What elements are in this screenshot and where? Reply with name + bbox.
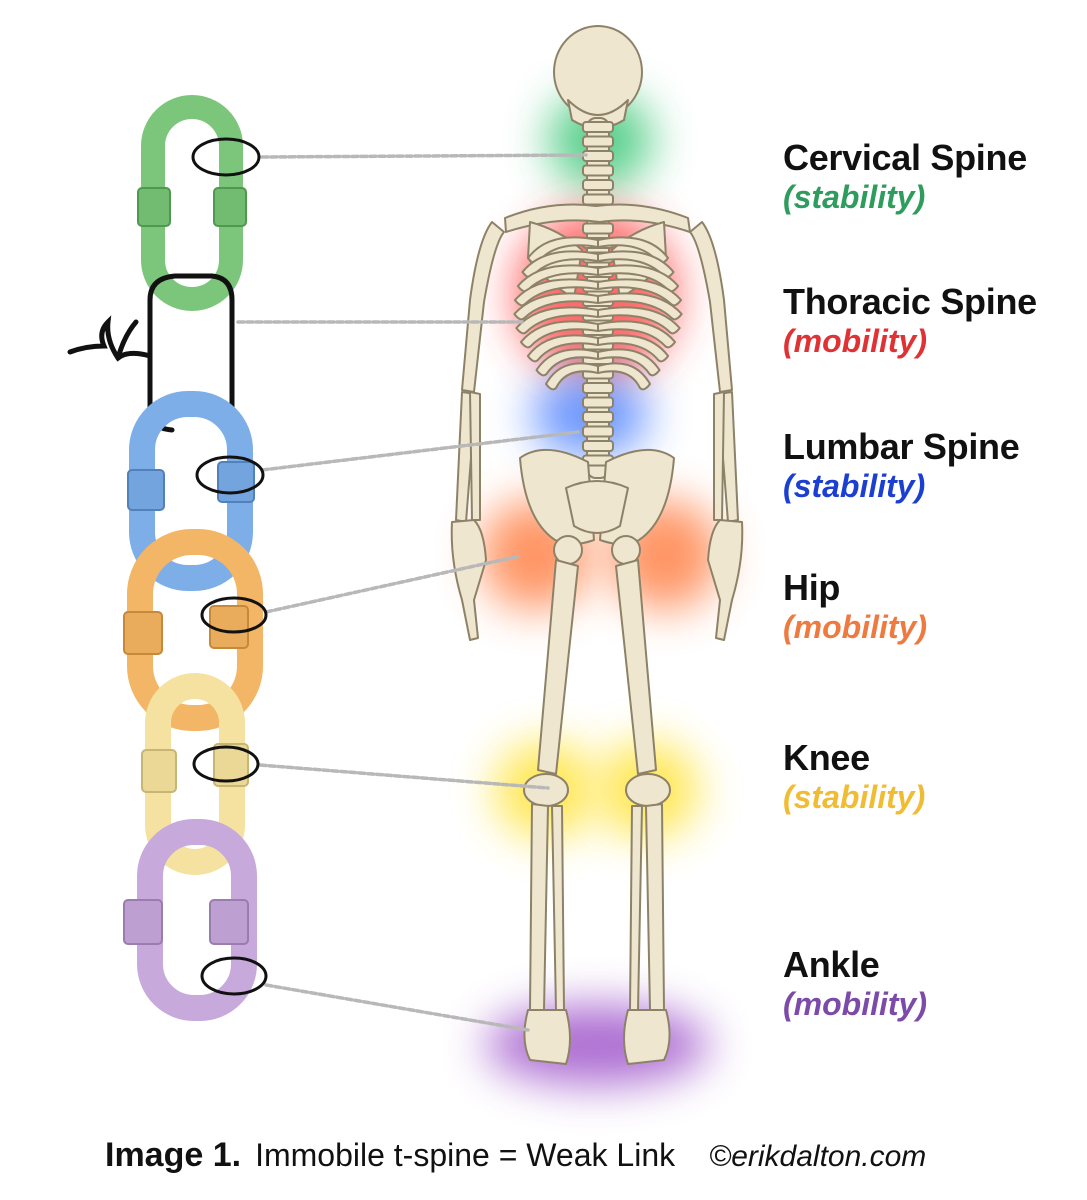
caption-copyright: ©erikdalton.com bbox=[709, 1140, 927, 1173]
rib bbox=[535, 348, 599, 377]
label-thoracic: Thoracic Spine (mobility) bbox=[783, 282, 1037, 360]
figure-caption: Image 1. Immobile t-spine = Weak Link ©eri… bbox=[105, 1136, 926, 1180]
rib bbox=[597, 264, 680, 293]
label-ankle-title: Ankle bbox=[783, 944, 880, 985]
vertebra bbox=[582, 396, 614, 409]
vertebra bbox=[582, 150, 614, 162]
rib bbox=[515, 306, 599, 335]
rib bbox=[526, 334, 599, 363]
label-lumbar: Lumbar Spine (stability) bbox=[783, 426, 1020, 505]
rib bbox=[545, 362, 599, 391]
rib bbox=[597, 306, 681, 335]
label-ankle-subtitle: (mobility) bbox=[783, 986, 927, 1022]
label-lumbar-title: Lumbar Spine bbox=[783, 426, 1020, 467]
label-ankle: Ankle (mobility) bbox=[783, 945, 927, 1023]
vertebra bbox=[582, 425, 614, 438]
ring-ankle bbox=[200, 956, 268, 996]
rib bbox=[516, 264, 599, 293]
left-arm bbox=[450, 221, 505, 641]
left-leg bbox=[523, 559, 579, 1065]
rib bbox=[597, 278, 683, 307]
connector-hip bbox=[264, 554, 522, 614]
vertebra bbox=[582, 411, 614, 423]
label-cervical-subtitle: (stability) bbox=[783, 179, 926, 215]
rib bbox=[519, 320, 599, 349]
connector-lumbar bbox=[260, 430, 580, 472]
vertebra bbox=[582, 179, 614, 191]
ankle-glow bbox=[485, 1005, 709, 1085]
caption-number: Image 1. bbox=[105, 1136, 242, 1174]
vertebra bbox=[582, 135, 614, 148]
ring-cervical bbox=[191, 137, 261, 177]
label-thoracic-subtitle: (mobility) bbox=[783, 323, 927, 359]
caption-text: Immobile t-spine = Weak Link bbox=[255, 1137, 676, 1173]
label-knee-subtitle: (stability) bbox=[783, 779, 926, 815]
vertebra bbox=[582, 121, 614, 133]
label-cervical: Cervical Spine (stability) bbox=[783, 138, 1027, 216]
label-cervical-title: Cervical Spine bbox=[783, 137, 1027, 178]
skeleton-illustration bbox=[450, 25, 744, 1065]
ring-hip bbox=[200, 596, 268, 634]
chain-link-cervical bbox=[137, 95, 247, 311]
rib bbox=[597, 362, 651, 391]
connector-ankle bbox=[264, 983, 530, 1032]
vertebra bbox=[582, 222, 614, 235]
rib-cage bbox=[513, 236, 683, 391]
rib bbox=[597, 320, 677, 349]
rib bbox=[597, 348, 661, 377]
chain-links bbox=[67, 95, 263, 1021]
rib bbox=[597, 292, 683, 321]
label-lumbar-subtitle: (stability) bbox=[783, 468, 926, 504]
connector-lines bbox=[236, 153, 588, 1032]
label-hip: Hip (mobility) bbox=[783, 568, 927, 646]
label-thoracic-title: Thoracic Spine bbox=[783, 281, 1037, 322]
right-leg bbox=[615, 559, 671, 1065]
vertebra bbox=[582, 193, 614, 206]
rib bbox=[513, 278, 599, 307]
label-knee-title: Knee bbox=[783, 737, 870, 778]
connector-knee bbox=[258, 763, 550, 790]
vertebra bbox=[582, 382, 614, 394]
ring-knee bbox=[192, 745, 260, 783]
chain-link-knee bbox=[141, 673, 249, 875]
right-arm bbox=[689, 221, 744, 641]
label-knee: Knee (stability) bbox=[783, 738, 925, 816]
ring-lumbar bbox=[195, 455, 265, 495]
pelvis bbox=[519, 448, 675, 565]
ring-markers bbox=[191, 137, 268, 996]
vertebra bbox=[582, 440, 614, 452]
vertebra bbox=[582, 164, 614, 177]
rib bbox=[513, 292, 599, 321]
connector-cervical bbox=[260, 153, 588, 159]
label-hip-title: Hip bbox=[783, 567, 841, 608]
label-hip-subtitle: (mobility) bbox=[783, 609, 927, 645]
rib bbox=[597, 334, 670, 363]
chain-link-ankle bbox=[123, 819, 257, 1021]
